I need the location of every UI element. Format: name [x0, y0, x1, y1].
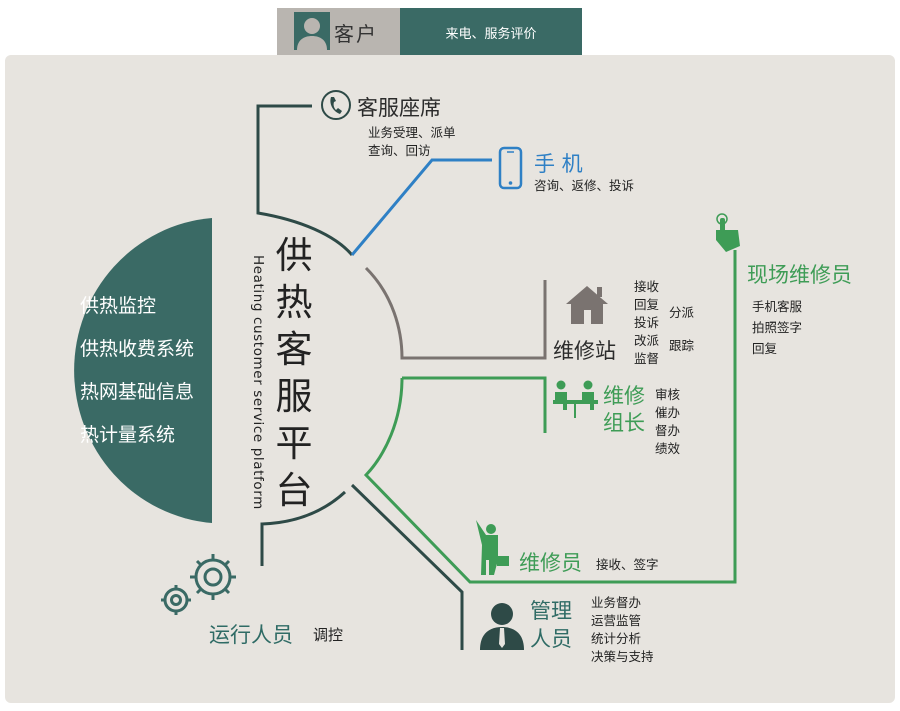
team-leader-label: 维修 组长	[603, 384, 645, 435]
gears-icon	[161, 554, 236, 615]
line-team-leader	[402, 376, 547, 433]
service-seat-label: 客服座席	[357, 96, 441, 120]
repairman-desc: 接收、签字	[596, 557, 659, 572]
systems-list: 供热监控 供热收费系统 热网基础信息 热计量系统	[80, 285, 194, 457]
house-icon	[566, 286, 608, 324]
service-seat-desc: 业务受理、派单 查询、回访	[368, 125, 456, 158]
line-repairman	[363, 250, 737, 584]
repairman-icon	[476, 520, 509, 575]
line-management	[350, 483, 464, 650]
management-desc: 业务督办 运营监管 统计分析 决策与支持	[591, 595, 654, 664]
customer-description: 来电、服务评价	[445, 27, 537, 42]
field-repair-label: 现场维修员	[747, 263, 852, 287]
phone-icon	[321, 90, 351, 120]
manager-icon	[480, 603, 524, 650]
line-operations	[260, 490, 347, 566]
repair-station-desc-left: 接收 回复 投诉 改派 监督	[634, 279, 660, 366]
mobile-desc: 咨询、返修、投诉	[534, 178, 635, 193]
operations-desc: 调控	[313, 626, 344, 644]
repair-station-desc-right: 分派 跟踪	[669, 305, 695, 353]
system-item: 热网基础信息	[80, 381, 195, 403]
line-service-seat	[256, 104, 354, 256]
field-repair-desc: 手机客服 拍照签字 回复	[752, 299, 803, 356]
operations-label: 运行人员	[209, 623, 293, 647]
customer-icon	[294, 12, 330, 50]
repair-station-label: 维修站	[553, 339, 616, 363]
customer-label: 客户	[334, 22, 378, 46]
systems-semicircle	[74, 218, 212, 523]
system-item: 供热监控	[80, 295, 157, 317]
mobile-label: 手 机	[534, 152, 583, 176]
platform-title-cn: 供热客服平台	[275, 234, 313, 512]
hand-tap-icon	[716, 213, 740, 252]
system-item: 热计量系统	[80, 424, 176, 446]
platform-title-en: Heating customer service platform	[250, 255, 266, 510]
line-mobile	[350, 158, 492, 256]
line-repair-station	[364, 266, 547, 360]
system-item: 供热收费系统	[80, 338, 195, 360]
management-label: 管理 人员	[530, 599, 572, 651]
mobile-phone-icon	[498, 146, 523, 190]
customer-desc-box	[400, 8, 582, 55]
team-leader-desc: 审核 催办 督办 绩效	[655, 387, 681, 456]
repairman-label: 维修员	[519, 551, 582, 575]
meeting-icon	[553, 380, 598, 418]
